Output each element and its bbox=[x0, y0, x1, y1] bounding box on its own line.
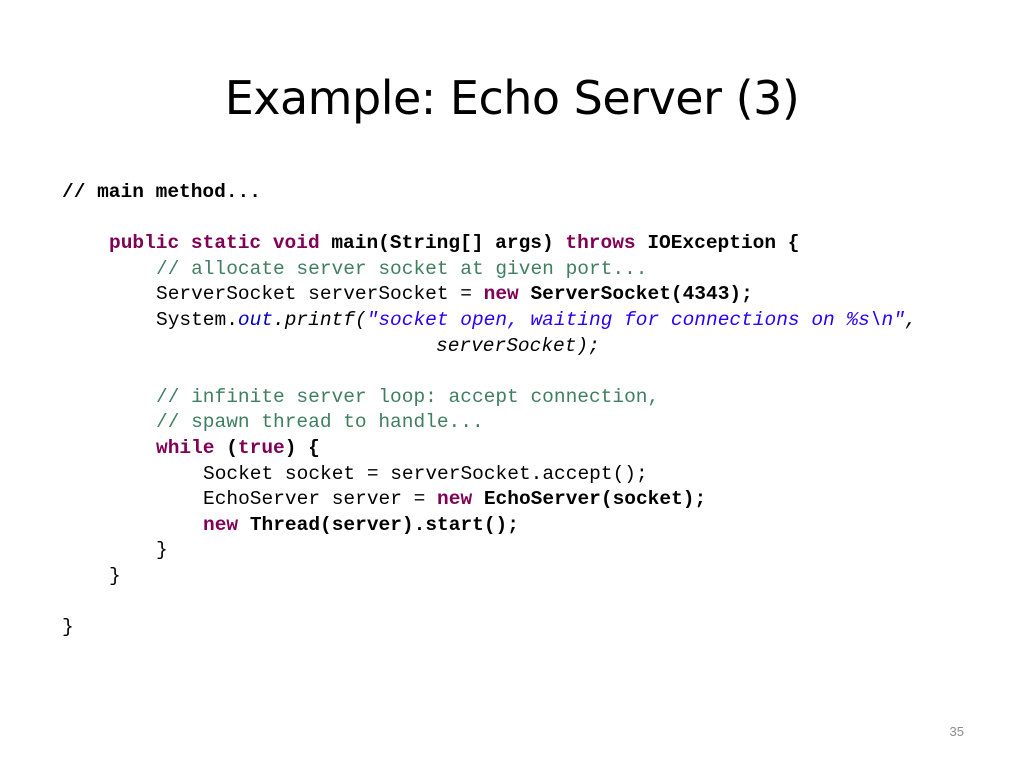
code-token: while bbox=[156, 436, 215, 459]
code-token: // main method... bbox=[62, 181, 261, 203]
code-token bbox=[215, 437, 227, 459]
code-block: // main method... public static void main… bbox=[62, 180, 992, 641]
code-token: } bbox=[156, 539, 168, 562]
code-token: "socket open, waiting for connections on… bbox=[366, 308, 905, 331]
page-number: 35 bbox=[949, 724, 964, 739]
code-token: static bbox=[190, 232, 262, 255]
code-line: EchoServer server = new EchoServer(socke… bbox=[62, 487, 992, 513]
code-token bbox=[238, 514, 250, 536]
code-token: throws bbox=[565, 232, 636, 255]
code-token: System. bbox=[156, 308, 238, 331]
code-line: new Thread(server).start(); bbox=[62, 513, 992, 539]
code-line: } bbox=[62, 615, 992, 641]
code-token: EchoServer(socket); bbox=[483, 488, 707, 511]
code-token: } bbox=[109, 564, 121, 587]
code-line: // allocate server socket at given port.… bbox=[62, 257, 992, 283]
code-line: public static void main(String[] args) t… bbox=[62, 231, 992, 257]
code-token: } bbox=[62, 616, 74, 639]
code-line: ServerSocket serverSocket = new ServerSo… bbox=[62, 282, 992, 308]
blank-code-line bbox=[62, 359, 992, 385]
code-token bbox=[554, 232, 566, 254]
code-line: Socket socket = serverSocket.accept(); bbox=[62, 462, 992, 488]
code-token: true bbox=[237, 436, 285, 459]
code-token: new bbox=[203, 513, 239, 536]
code-token bbox=[320, 232, 332, 254]
code-token: , bbox=[904, 308, 917, 331]
slide-title: Example: Echo Server (3) bbox=[224, 71, 800, 125]
code-line: // infinite server loop: accept connecti… bbox=[62, 385, 992, 411]
code-token: public bbox=[109, 232, 180, 255]
code-token: // spawn thread to handle... bbox=[156, 411, 484, 434]
code-token bbox=[636, 232, 648, 254]
code-token: // infinite server loop: accept connecti… bbox=[156, 385, 660, 408]
code-token: void bbox=[272, 232, 320, 255]
code-token bbox=[472, 488, 484, 510]
blank-code-line bbox=[62, 206, 992, 232]
code-token: IOException { bbox=[647, 232, 800, 255]
code-token: out bbox=[237, 308, 274, 331]
code-token: serverSocket); bbox=[436, 334, 600, 357]
code-token: // allocate server socket at given port.… bbox=[156, 257, 648, 280]
code-token: ( bbox=[226, 436, 238, 459]
code-line: } bbox=[62, 538, 992, 564]
code-token: ServerSocket serverSocket = bbox=[156, 283, 484, 306]
code-token: ServerSocket(4343); bbox=[530, 283, 753, 306]
code-token: Thread(server).start(); bbox=[249, 513, 519, 536]
code-token: new bbox=[437, 488, 473, 511]
code-token bbox=[179, 232, 191, 254]
blank-code-line bbox=[62, 590, 992, 616]
code-line: // main method... bbox=[62, 180, 992, 206]
code-token: ) { bbox=[284, 436, 320, 459]
code-token: new bbox=[483, 283, 519, 306]
code-line: System.out.printf("socket open, waiting … bbox=[62, 308, 992, 334]
code-token: .printf( bbox=[273, 308, 367, 331]
code-line: } bbox=[62, 564, 992, 590]
code-token: EchoServer server = bbox=[203, 488, 438, 511]
code-token: Socket socket = serverSocket.accept(); bbox=[203, 462, 648, 485]
code-line: // spawn thread to handle... bbox=[62, 410, 992, 436]
code-token bbox=[261, 232, 273, 254]
code-token bbox=[519, 283, 531, 305]
code-line: while (true) { bbox=[62, 436, 992, 462]
code-line: serverSocket); bbox=[62, 334, 992, 360]
code-token: main(String[] args) bbox=[331, 232, 554, 255]
